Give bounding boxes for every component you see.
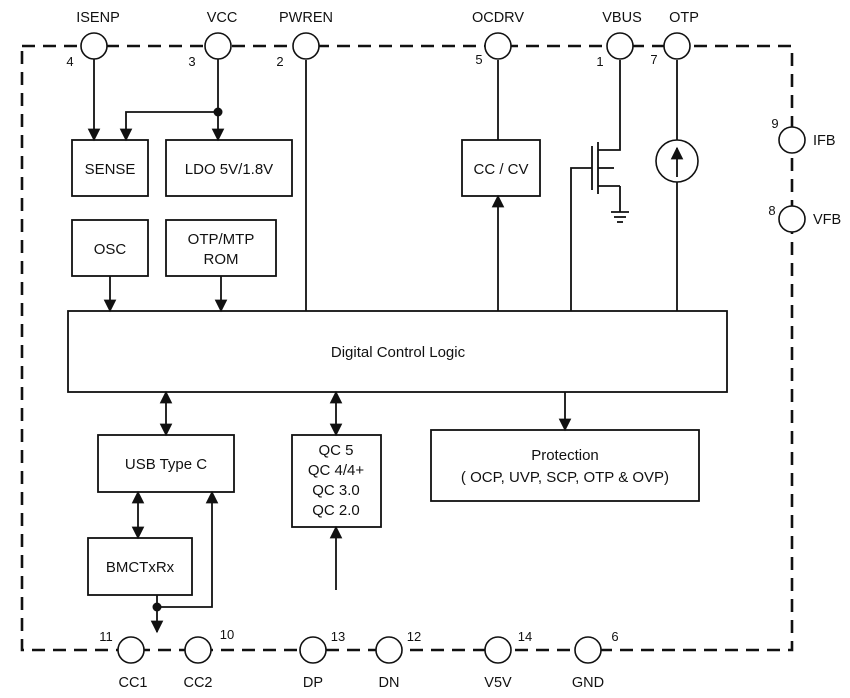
- svg-text:V5V: V5V: [484, 675, 512, 691]
- pin-vbus: VBUS 1: [596, 10, 641, 69]
- svg-text:DP: DP: [303, 675, 323, 691]
- svg-text:VCC: VCC: [207, 10, 238, 26]
- svg-text:14: 14: [518, 629, 532, 644]
- svg-text:QC 5: QC 5: [318, 442, 353, 459]
- svg-text:3: 3: [188, 54, 195, 69]
- svg-text:10: 10: [220, 627, 234, 642]
- svg-text:QC 4/4+: QC 4/4+: [308, 462, 365, 479]
- svg-text:PWREN: PWREN: [279, 10, 333, 26]
- svg-text:OTP/MTP: OTP/MTP: [188, 231, 255, 248]
- svg-text:13: 13: [331, 629, 345, 644]
- svg-text:CC1: CC1: [118, 675, 147, 691]
- vcc-junction-dot: [213, 107, 223, 117]
- pin-ifb: IFB 9: [771, 116, 836, 154]
- sense-block: SENSE: [71, 139, 149, 197]
- svg-text:BMCTxRx: BMCTxRx: [106, 559, 175, 576]
- svg-text:CC2: CC2: [183, 675, 212, 691]
- svg-text:QC 3.0: QC 3.0: [312, 482, 360, 499]
- cc-cv-block: CC / CV: [461, 139, 541, 197]
- cc-junction-dot: [152, 602, 162, 612]
- pin-dp: DP 13: [299, 629, 345, 691]
- chip-boundary: [20, 44, 794, 652]
- svg-text:2: 2: [276, 54, 283, 69]
- qc-block: QC 5 QC 4/4+ QC 3.0 QC 2.0: [291, 434, 382, 528]
- svg-text:6: 6: [611, 629, 618, 644]
- svg-text:1: 1: [596, 54, 603, 69]
- wiring: [87, 58, 699, 634]
- svg-text:ROM: ROM: [204, 251, 239, 268]
- osc-block: OSC: [71, 219, 149, 277]
- pin-gnd: GND 6: [572, 629, 619, 691]
- svg-text:OCDRV: OCDRV: [472, 10, 524, 26]
- protection-block: Protection ( OCP, UVP, SCP, OTP & OVP): [430, 429, 700, 502]
- svg-text:USB Type C: USB Type C: [125, 456, 207, 473]
- bmc-txrx-block: BMCTxRx: [87, 537, 193, 596]
- svg-text:OTP: OTP: [669, 10, 699, 26]
- svg-text:GND: GND: [572, 675, 604, 691]
- pin-vfb: VFB 8: [768, 203, 841, 233]
- pin-cc2: CC2 10: [183, 627, 234, 691]
- pin-v5v: V5V 14: [484, 629, 532, 691]
- pin-vcc: VCC 3: [188, 10, 237, 69]
- svg-text:12: 12: [407, 629, 421, 644]
- svg-text:8: 8: [768, 203, 775, 218]
- svg-text:ISENP: ISENP: [76, 10, 120, 26]
- svg-text:9: 9: [771, 116, 778, 131]
- svg-text:Digital Control Logic: Digital Control Logic: [331, 344, 466, 361]
- svg-text:SENSE: SENSE: [85, 161, 136, 178]
- pin-dn: DN 12: [375, 629, 421, 691]
- svg-text:7: 7: [650, 52, 657, 67]
- pin-otp: OTP 7: [650, 10, 699, 67]
- svg-text:( OCP, UVP, SCP, OTP & OVP): ( OCP, UVP, SCP, OTP & OVP): [461, 469, 669, 486]
- svg-text:CC / CV: CC / CV: [473, 161, 528, 178]
- pin-isenp: ISENP 4: [66, 10, 119, 69]
- otp-mtp-rom-block: OTP/MTP ROM: [165, 219, 277, 277]
- svg-text:5: 5: [475, 52, 482, 67]
- svg-text:QC 2.0: QC 2.0: [312, 502, 360, 519]
- svg-text:VBUS: VBUS: [602, 10, 642, 26]
- svg-text:VFB: VFB: [813, 212, 841, 228]
- svg-text:4: 4: [66, 54, 73, 69]
- svg-text:DN: DN: [379, 675, 400, 691]
- pin-cc1: CC1 11: [99, 629, 147, 691]
- svg-text:Protection: Protection: [531, 447, 599, 464]
- usb-type-c-block: USB Type C: [97, 434, 235, 493]
- svg-text:OSC: OSC: [94, 241, 127, 258]
- svg-text:11: 11: [99, 629, 113, 644]
- svg-text:IFB: IFB: [813, 133, 836, 149]
- digital-control-logic-block: Digital Control Logic: [67, 310, 728, 393]
- ldo-block: LDO 5V/1.8V: [165, 139, 293, 197]
- pin-pwren: PWREN 2: [276, 10, 333, 69]
- svg-text:LDO 5V/1.8V: LDO 5V/1.8V: [185, 161, 273, 178]
- pin-ocdrv: OCDRV 5: [472, 10, 524, 67]
